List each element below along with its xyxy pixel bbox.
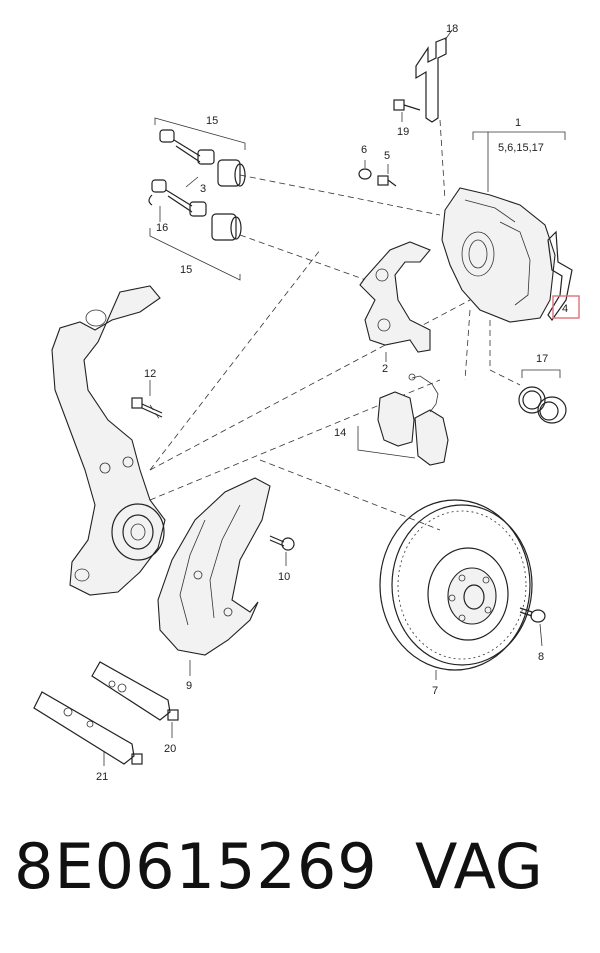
part-6-cap [358,160,372,180]
part-2-carrier [359,241,431,362]
label-3: 3 [200,183,206,195]
part-4-spring-clip [547,230,580,322]
label-14: 14 [334,427,346,439]
label-10: 10 [278,571,290,583]
label-20: 20 [164,743,176,755]
label-4: 4 [562,303,568,315]
part-8-bolt [519,607,546,647]
label-19: 19 [397,126,409,138]
label-5: 5 [384,150,390,162]
label-12: 12 [144,368,156,380]
part-number: 8E0615269 [14,830,378,903]
part-20-paste-tube [91,661,179,738]
part-19-bolt [393,99,421,122]
label-15-top: 15 [206,115,218,127]
part-3-guide-pins [148,129,246,241]
label-7: 7 [432,685,438,697]
label-15-bottom: 15 [180,264,192,276]
part-18-bracket [415,29,453,123]
part-14-brake-pads [357,373,449,466]
label-8: 8 [538,651,544,663]
label-2: 2 [382,363,388,375]
callout-labels: 18 19 1 5,6,15,17 6 5 15 3 16 15 2 4 17 … [96,23,568,783]
label-17: 17 [536,353,548,365]
highlight-box [552,295,580,319]
label-9: 9 [186,680,192,692]
brake-assembly-diagram: 18 19 1 5,6,15,17 6 5 15 3 16 15 2 4 17 … [33,23,580,783]
label-16: 16 [156,222,168,234]
part-7-brake-disc [379,499,533,680]
label-21: 21 [96,771,108,783]
label-brackets [149,117,246,281]
label-18: 18 [446,23,458,35]
label-1: 1 [515,117,521,129]
part-9-splash-shield [157,477,271,676]
part-21-grease-tube [33,691,143,766]
label-1-sub: 5,6,15,17 [498,142,544,154]
assembly-guide-lines [149,119,521,531]
steering-knuckle [51,285,166,596]
label-6: 6 [361,144,367,156]
part-10-bolt [269,535,295,566]
part-12-bolt [131,380,163,418]
brand-name: VAG [415,830,543,903]
part-5-bleeder-screw [377,164,397,187]
part-1-caliper [441,131,566,323]
part-17-piston-seal [518,369,567,424]
